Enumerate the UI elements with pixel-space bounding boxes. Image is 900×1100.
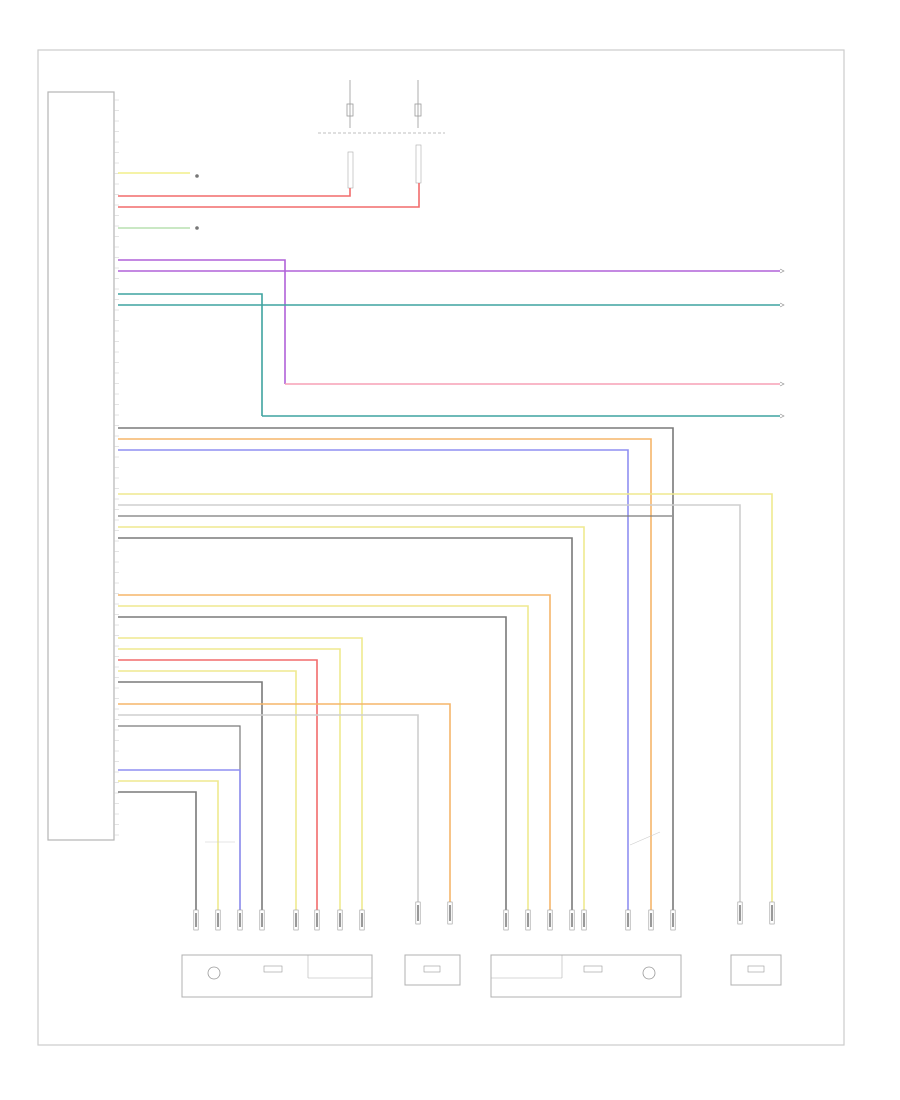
- wire-yellow-3: [118, 605, 529, 920]
- wire-red-fuse-right: [118, 183, 420, 208]
- wire-gray-6: [118, 725, 241, 920]
- split-marker-right: [629, 831, 661, 846]
- fuse-right-icon: [414, 103, 422, 117]
- sensor-4-element-icon: [747, 965, 765, 973]
- wire-yellow-5: [118, 648, 341, 920]
- wire-blue-1: [118, 449, 629, 920]
- connectors: [193, 268, 785, 931]
- sensor-1-element-icon: [263, 965, 283, 973]
- wire-red-fuse-left: [118, 188, 351, 197]
- fuse-right-connector-icon: [415, 144, 422, 184]
- wire-yellow-long: [118, 493, 773, 908]
- sensor-assembly-4: [730, 954, 782, 986]
- switch-dot-icon: [195, 226, 199, 230]
- wire-orange-2: [118, 594, 551, 920]
- left-control-module: [47, 91, 119, 841]
- sensor-assembly-1: [181, 954, 373, 998]
- wire-blue-2: [118, 769, 241, 920]
- sensor-3-motor-icon: [642, 966, 656, 980]
- sensor-2-element-icon: [423, 965, 441, 973]
- sensor-assembly-3: [490, 954, 682, 998]
- wire-white-long: [118, 504, 741, 908]
- wire-gray-3: [118, 537, 573, 920]
- wire-gray-5: [118, 681, 263, 920]
- wire-gray-4: [118, 616, 507, 920]
- pin-numbers: [114, 99, 119, 836]
- wire-purple-upper: [118, 259, 286, 384]
- top-components: [318, 80, 445, 189]
- wire-orange-3: [118, 703, 451, 920]
- wire-yellow-4: [118, 637, 363, 920]
- arrow-pink: [779, 381, 785, 387]
- arrow-teal-low: [779, 413, 785, 419]
- diagram-frame: [37, 49, 845, 1046]
- arrow-teal: [779, 302, 785, 308]
- wire-gray-1: [118, 427, 674, 920]
- wires: [118, 172, 780, 920]
- bottom-components: [181, 954, 782, 998]
- wire-orange-1: [118, 438, 652, 920]
- wire-yellow-2: [118, 526, 585, 920]
- wire-gray-7: [118, 791, 197, 920]
- wire-teal-upper: [118, 293, 263, 416]
- wire-yellow-7: [118, 780, 219, 920]
- fuse-left-icon: [346, 103, 354, 117]
- sensor-1-motor-icon: [207, 966, 221, 980]
- wire-white-2: [118, 714, 419, 920]
- sensor-3-element-icon: [583, 965, 603, 973]
- wire-yellow-6: [118, 670, 297, 920]
- fuse-left-connector-icon: [347, 151, 354, 189]
- wire-red-2: [118, 659, 318, 920]
- arrow-purple: [779, 268, 785, 274]
- sensor-assembly-2: [404, 954, 461, 986]
- ground-dot-icon: [195, 174, 199, 178]
